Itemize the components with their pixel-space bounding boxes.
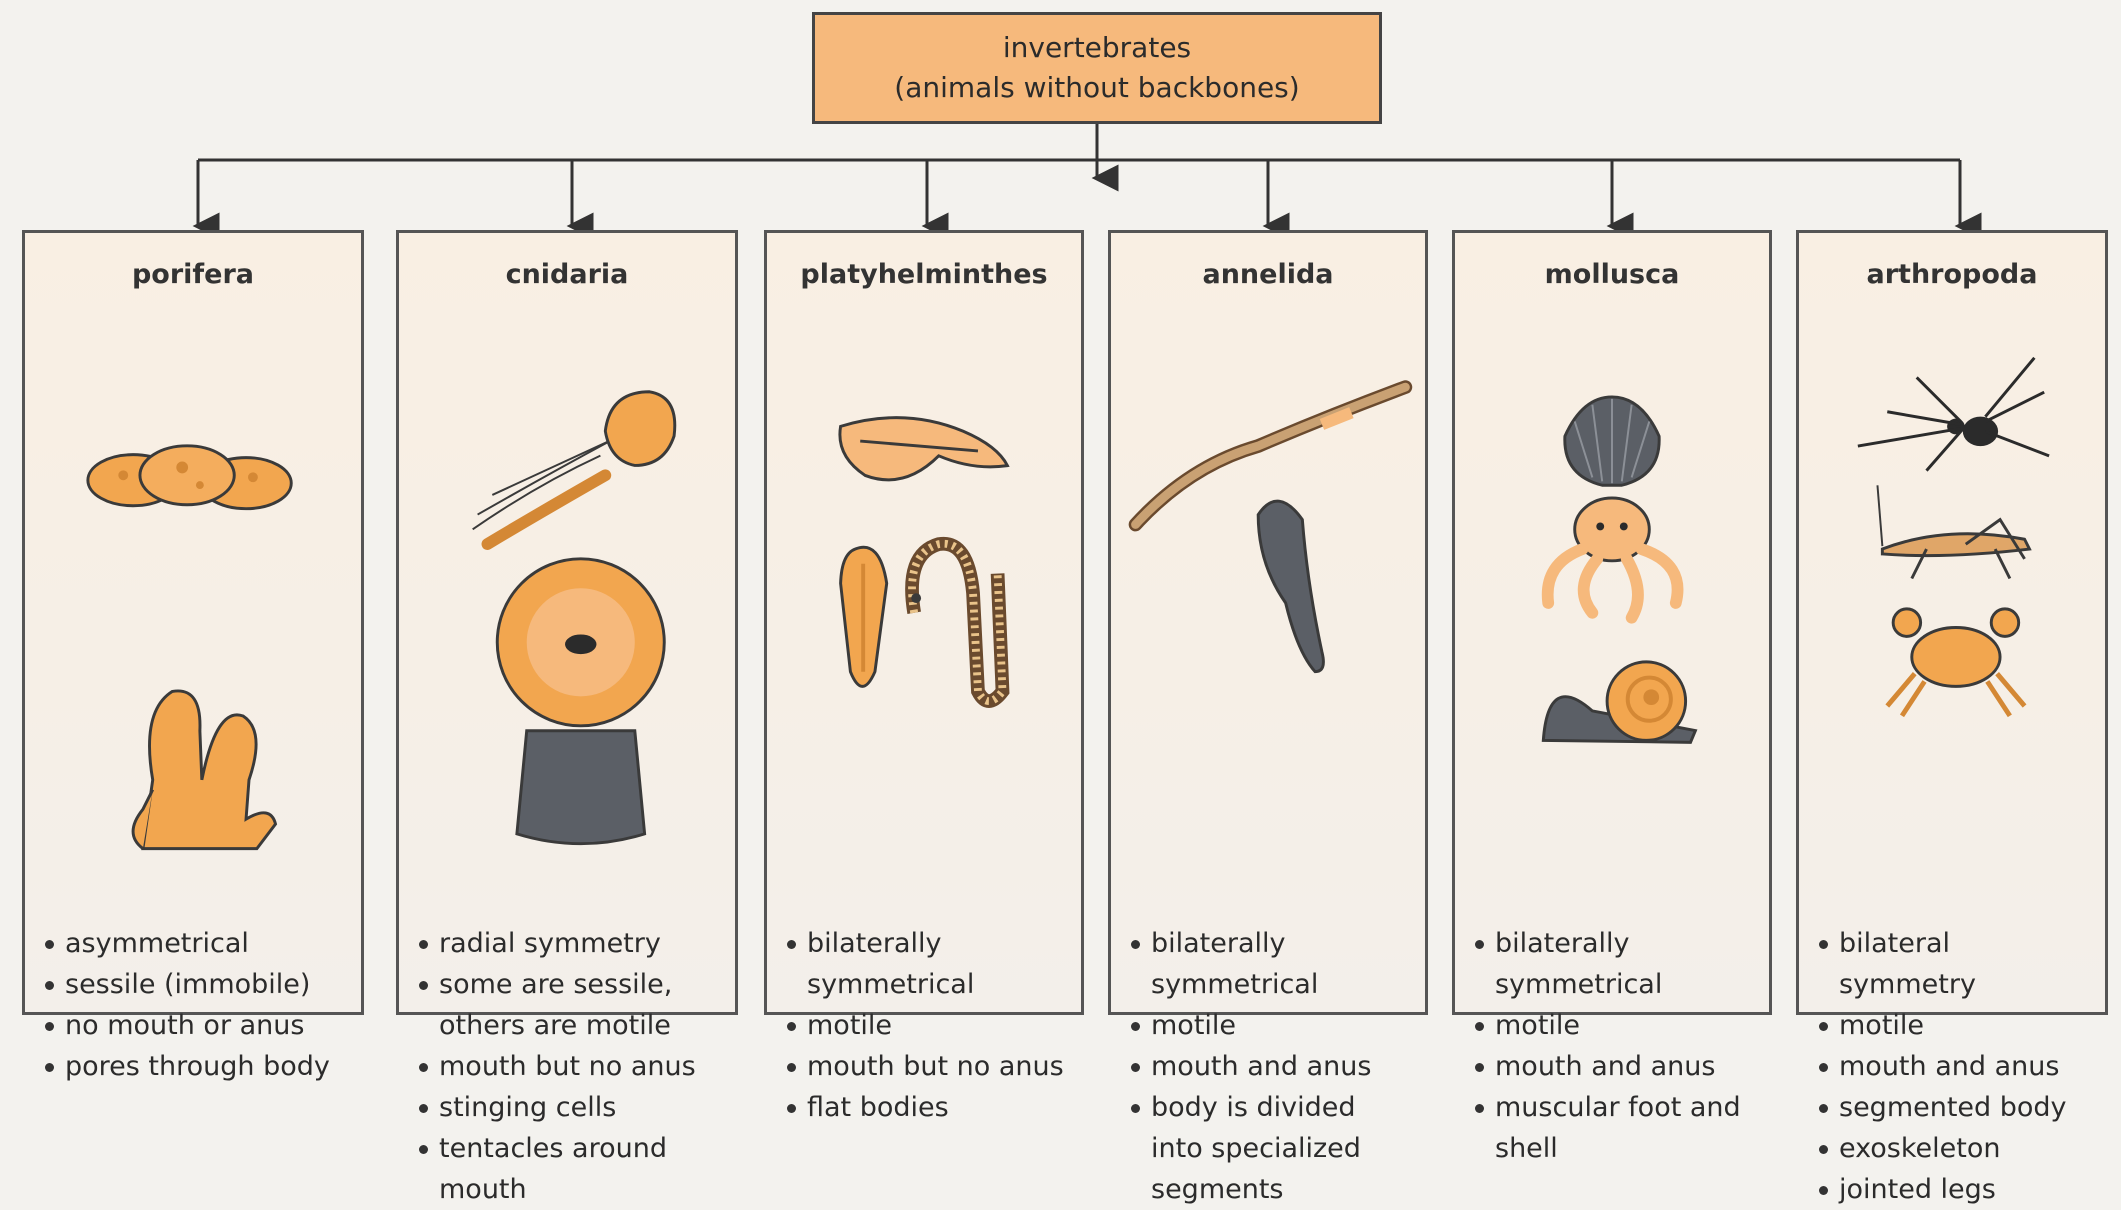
phylum-panel-platyhelminthes: platyhelminthes bilaterally symmetrical … [764, 230, 1084, 1015]
feature-item: motile [1129, 1005, 1415, 1046]
phylum-title: annelida [1111, 259, 1425, 290]
phylum-title: mollusca [1455, 259, 1769, 290]
feature-item: some are sessile, others are motile [417, 964, 725, 1046]
cnidaria-illustrations [399, 313, 735, 893]
annelida-illustrations [1111, 313, 1425, 893]
feature-item: body is divided into specialized segment… [1129, 1087, 1415, 1210]
feature-list: bilaterally symmetrical motile mouth and… [1473, 923, 1759, 1169]
sea-anemone-icon [497, 559, 664, 844]
feature-item: mouth but no anus [785, 1046, 1071, 1087]
grasshopper-icon [1877, 485, 2029, 578]
snail-icon [1543, 662, 1695, 742]
tube-sponge-icon [133, 691, 275, 849]
feature-item: motile [1473, 1005, 1759, 1046]
feature-list: asymmetrical sessile (immobile) no mouth… [43, 923, 351, 1087]
feature-item: exoskeleton [1817, 1128, 2095, 1169]
feature-item: mouth and anus [1129, 1046, 1415, 1087]
root-node: invertebrates (animals without backbones… [812, 12, 1382, 124]
feature-item: asymmetrical [43, 923, 351, 964]
phylum-title: platyhelminthes [767, 259, 1081, 290]
feature-item: mouth and anus [1473, 1046, 1759, 1087]
feature-item: no mouth or anus [43, 1005, 351, 1046]
mollusca-illustrations [1455, 313, 1769, 893]
platyhelminthes-illustrations [767, 313, 1081, 893]
feature-item: bilateral symmetry [1817, 923, 2095, 1005]
feature-item: bilaterally symmetrical [1473, 923, 1759, 1005]
feature-list: bilateral symmetry motile mouth and anus… [1817, 923, 2095, 1210]
phylum-panel-porifera: porifera asymmetrical sessile (immobile)… [22, 230, 364, 1015]
phylum-panel-arthropoda: arthropoda bilateral symmetry motile mou… [1796, 230, 2108, 1015]
root-title: invertebrates [1003, 28, 1191, 68]
feature-item: segmented body [1817, 1087, 2095, 1128]
feature-item: stinging cells [417, 1087, 725, 1128]
phylum-panel-annelida: annelida bilaterally symmetrical motile … [1108, 230, 1428, 1015]
octopus-icon [1548, 498, 1678, 618]
phylum-title: cnidaria [399, 259, 735, 290]
feature-item: bilaterally symmetrical [785, 923, 1071, 1005]
fluke-icon [841, 547, 887, 686]
phylum-panel-cnidaria: cnidaria radial symmetry some are sessil… [396, 230, 738, 1015]
feature-item: sessile (immobile) [43, 964, 351, 1005]
feature-item: mouth and anus [1817, 1046, 2095, 1087]
spider-icon [1858, 358, 2049, 471]
feature-item: mouth but no anus [417, 1046, 725, 1087]
phylum-title: porifera [25, 259, 361, 290]
feature-item: pores through body [43, 1046, 351, 1087]
leech-icon [1258, 501, 1323, 672]
jellyfish-icon [473, 392, 675, 544]
feature-item: motile [1817, 1005, 2095, 1046]
feature-item: tentacles around mouth [417, 1128, 725, 1210]
feature-list: bilaterally symmetrical motile mouth and… [1129, 923, 1415, 1210]
flatworm-icon [840, 418, 1008, 480]
feature-list: radial symmetry some are sessile, others… [417, 923, 725, 1210]
feature-item: motile [785, 1005, 1071, 1046]
feature-list: bilaterally symmetrical motile mouth but… [785, 923, 1071, 1128]
feature-item: muscular foot and shell [1473, 1087, 1759, 1169]
feature-item: flat bodies [785, 1087, 1071, 1128]
tapeworm-icon [911, 544, 1002, 701]
crab-icon [1887, 609, 2024, 716]
sponge-icon [88, 446, 291, 509]
feature-item: radial symmetry [417, 923, 725, 964]
feature-item: jointed legs [1817, 1169, 2095, 1210]
feature-item: bilaterally symmetrical [1129, 923, 1415, 1005]
scallop-shell-icon [1565, 397, 1659, 485]
porifera-illustrations [25, 313, 361, 893]
root-subtitle: (animals without backbones) [894, 68, 1299, 108]
arthropoda-illustrations [1799, 313, 2105, 893]
phylum-panel-mollusca: mollusca bilaterally symmetrical motile … [1452, 230, 1772, 1015]
phylum-title: arthropoda [1799, 259, 2105, 290]
